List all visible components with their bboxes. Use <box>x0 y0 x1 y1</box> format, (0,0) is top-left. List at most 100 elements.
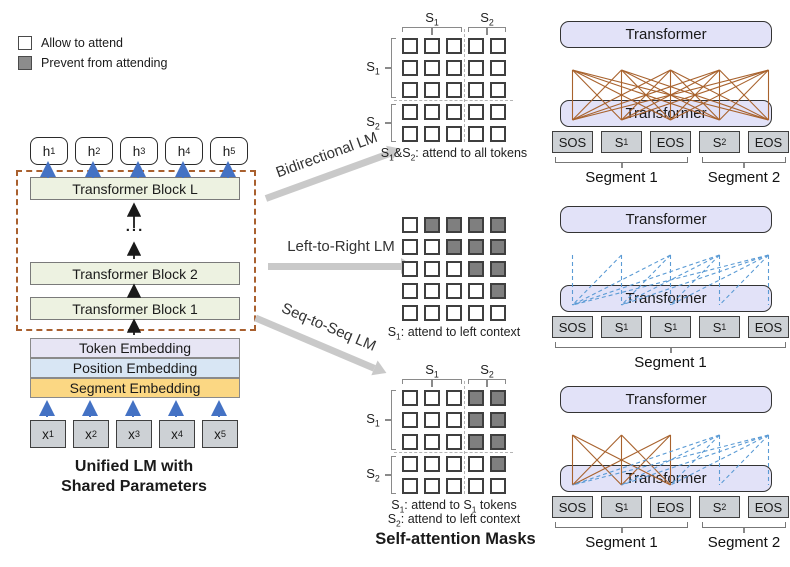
mask-cell-allow <box>468 283 484 299</box>
row-bracket-tick <box>385 474 392 476</box>
mask-cell-allow <box>468 82 484 98</box>
mask-cell-allow <box>490 38 506 54</box>
mask-cell-allow <box>446 38 462 54</box>
mask-cell-allow <box>424 478 440 494</box>
mask-cell-allow <box>402 239 418 255</box>
segment-bracket-tick <box>620 528 623 533</box>
mask-cell-allow <box>402 38 418 54</box>
mask-cell-allow <box>446 126 462 142</box>
mask-cell-prevent <box>468 412 484 428</box>
mask-cell-allow <box>424 456 440 472</box>
mask-cell-allow <box>402 390 418 406</box>
left-to-right-lm-label: Left-to-Right LM <box>287 238 395 255</box>
mask-cell-allow <box>468 104 484 120</box>
mask-cell-allow <box>490 305 506 321</box>
mask-caption: S1: attend to S1 tokens <box>391 498 517 515</box>
segment-bracket-tick <box>743 163 745 168</box>
mask-cell-allow <box>402 478 418 494</box>
segment-bracket <box>702 157 786 163</box>
mask-caption: S1: attend to left context <box>387 325 521 342</box>
left-to-right-lm-attention-lines <box>571 254 770 306</box>
mask-cell-allow <box>402 261 418 277</box>
mask-cell-allow <box>446 104 462 120</box>
row-bracket-tick <box>385 67 392 69</box>
token-box: EOS <box>650 131 691 153</box>
mask-cell-allow <box>424 434 440 450</box>
mask-col-label: S2 <box>480 362 494 380</box>
mask-cell-prevent <box>424 217 440 233</box>
legend-prevent-row: Prevent from attending <box>18 56 167 70</box>
ellipsis: ... <box>125 218 145 235</box>
token-box: EOS <box>650 496 691 518</box>
mask-row-label: S1 <box>366 59 380 77</box>
mask-cell-allow <box>424 126 440 142</box>
mask-cell-allow <box>402 104 418 120</box>
mask-cell-prevent <box>490 283 506 299</box>
left-caption-line2: Shared Parameters <box>61 478 207 495</box>
bidirectional-lm-attention-lines <box>571 69 770 121</box>
legend-allow-label: Allow to attend <box>41 36 123 50</box>
mask-cell-allow <box>424 305 440 321</box>
mask-cell-prevent <box>490 390 506 406</box>
token-box: SOS <box>552 496 593 518</box>
mask-row-label: S2 <box>366 466 380 484</box>
segment-label: Segment 1 <box>634 354 707 371</box>
left-caption-line1: Unified LM with <box>74 458 194 475</box>
mask-col-label: S1 <box>425 362 439 380</box>
mask-cell-allow <box>446 412 462 428</box>
token-box: EOS <box>748 316 789 338</box>
token-box: SOS <box>552 316 593 338</box>
segment-bracket <box>555 157 688 163</box>
mask-cell-allow <box>490 60 506 76</box>
mask-cell-allow <box>468 456 484 472</box>
mask-cell-prevent <box>468 239 484 255</box>
mask-cell-allow <box>402 456 418 472</box>
transformer-box-top: Transformer <box>560 386 772 413</box>
mask-cell-allow <box>424 283 440 299</box>
mask-col-label: S2 <box>480 10 494 28</box>
bidirectional-lm-arrow: Bidirectional LM <box>256 122 404 205</box>
col-bracket-tick <box>486 27 488 35</box>
mask-cell-allow <box>446 60 462 76</box>
mask-cell-prevent <box>468 217 484 233</box>
mask-cell-allow <box>446 456 462 472</box>
col-bracket-tick <box>431 27 433 35</box>
segment-bracket <box>702 522 786 528</box>
token-box: SOS <box>552 131 593 153</box>
legend: Allow to attend Prevent from attending <box>18 36 167 76</box>
mask-cell-allow <box>468 38 484 54</box>
seq-to-seq-lm-attention-lines <box>571 434 770 486</box>
mask-cell-allow <box>446 261 462 277</box>
prevent-swatch <box>18 56 32 70</box>
masks-title: Self-attention Masks <box>375 530 536 548</box>
mask-row-label: S1 <box>366 411 380 429</box>
segment-bracket-tick <box>743 528 745 533</box>
mask-cell-prevent <box>490 412 506 428</box>
segment-label: Segment 2 <box>707 169 781 186</box>
transformer-box-top: Transformer <box>560 206 772 233</box>
mask-caption: S2: attend to left context <box>387 512 521 529</box>
col-bracket-tick <box>431 379 433 387</box>
segment-label: Segment 2 <box>707 534 781 551</box>
mask-cell-allow <box>490 478 506 494</box>
token-embedding: Token Embedding <box>30 338 240 358</box>
mask-col-label: S1 <box>425 10 439 28</box>
mask-cell-prevent <box>490 456 506 472</box>
mask-cell-allow <box>446 283 462 299</box>
segment-bracket-tick <box>669 348 672 353</box>
mask-cell-allow <box>446 390 462 406</box>
mask-cell-prevent <box>490 261 506 277</box>
mask-cell-allow <box>424 390 440 406</box>
mask-cell-allow <box>402 412 418 428</box>
